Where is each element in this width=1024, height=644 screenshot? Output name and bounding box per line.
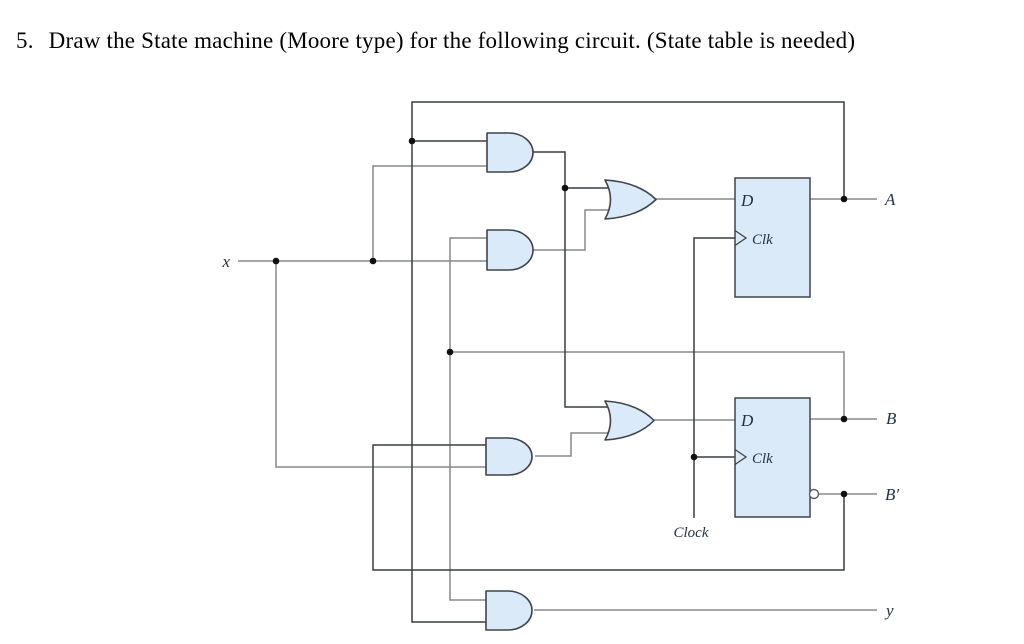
wire-b-feedback-top (450, 351, 845, 419)
inverted-output-bubble (808, 488, 820, 500)
and-gate-1 (486, 132, 534, 173)
junction-dot (561, 184, 569, 192)
wires-dark (372, 101, 845, 623)
and-gate-2 (486, 229, 534, 271)
wire-and1-to-or2 (533, 151, 611, 408)
or-gate-2 (604, 400, 655, 441)
wire-clock-main (693, 237, 735, 518)
label-ff2-clk: Clk (752, 451, 773, 467)
junction-dot (690, 453, 698, 461)
junction-dot (272, 257, 280, 265)
label-output-b: B (886, 409, 897, 428)
junction-dots (272, 137, 848, 498)
label-output-a: A (884, 190, 896, 209)
label-clock: Clock (674, 525, 709, 541)
junction-dot (369, 257, 377, 265)
wire-and3-to-or2 (535, 432, 611, 457)
question-text: Draw the State machine (Moore type) for … (48, 28, 856, 53)
wire-b-to-and2-and4 (449, 237, 487, 601)
gates (485, 132, 820, 631)
junction-dot (446, 348, 454, 356)
wire-and2-to-or1 (533, 209, 611, 251)
question-number: 5. (16, 28, 34, 53)
and-gate-4 (485, 590, 533, 631)
label-ff2-d: D (740, 411, 754, 430)
wire-x-to-and1 (372, 165, 487, 261)
d-flip-flop-1 (734, 177, 811, 298)
label-output-b-not: B′ (885, 485, 899, 504)
clk-edge-icon (734, 448, 748, 466)
wire-a-feedback (411, 101, 845, 623)
and-gate-3 (485, 437, 533, 476)
label-ff1-d: D (740, 191, 754, 210)
junction-dot (840, 415, 848, 423)
label-output-y: y (884, 601, 894, 620)
label-x-input: x (221, 252, 230, 271)
junction-dot (840, 195, 848, 203)
wire-x-to-and3 (275, 261, 486, 468)
question-title: 5. Draw the State machine (Moore type) f… (16, 28, 855, 54)
or-gate-1 (604, 179, 657, 220)
d-flip-flop-2 (734, 397, 811, 518)
clk-edge-icon (734, 229, 748, 247)
wire-bnot-feedback (372, 444, 845, 571)
signal-labels: x A B B′ y Clock D Clk D Clk (221, 190, 899, 620)
label-ff1-clk: Clk (752, 232, 773, 248)
junction-dot (840, 490, 848, 498)
wires-gray (238, 165, 877, 611)
junction-dot (408, 137, 416, 145)
